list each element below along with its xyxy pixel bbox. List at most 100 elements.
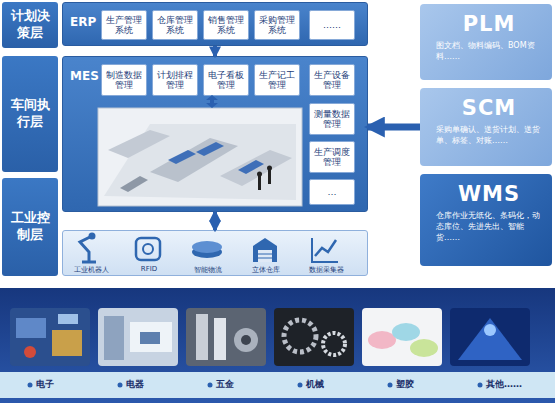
photo-hardware <box>186 308 266 366</box>
photo-hardware <box>196 314 208 360</box>
module-box: 采购管理系统 <box>254 10 300 40</box>
system-name: ERP <box>70 15 96 29</box>
industry-band <box>0 288 555 403</box>
system-title: WMS <box>436 182 542 206</box>
module-label: 测量数据管理 <box>310 109 354 130</box>
layer-label: 工业控制层 <box>8 210 52 244</box>
photo-appliance <box>104 316 124 360</box>
photo-other <box>450 308 530 366</box>
photo-hardware <box>186 308 266 366</box>
photo-plastics <box>368 331 396 349</box>
flow-arrow <box>213 46 217 56</box>
photo-other <box>450 308 530 366</box>
module-label: 销售管理系统 <box>204 15 248 36</box>
system-title: SCM <box>436 96 542 120</box>
photo-electronics <box>58 314 78 324</box>
bullet-dot <box>298 383 303 388</box>
industry-label: 五金 <box>216 378 234 391</box>
photo-appliance <box>98 308 178 366</box>
module-label: 计划排程管理 <box>153 70 197 91</box>
device-label: 智能物流 <box>180 265 236 275</box>
industry-label: 塑胶 <box>396 378 414 391</box>
photo-plastics <box>392 323 420 341</box>
module-box: … <box>309 179 355 205</box>
bullet-dot <box>28 383 483 388</box>
module-label: 采购管理系统 <box>255 15 299 36</box>
flow-arrow <box>368 124 420 131</box>
module-label: 制造数据管理 <box>102 70 146 91</box>
module-label: 生产记工管理 <box>255 70 299 91</box>
bullet-dot <box>28 383 33 388</box>
module-label: 电子看板管理 <box>204 70 248 91</box>
module-box: 生产调度管理 <box>309 141 355 173</box>
module-box: …… <box>309 10 355 40</box>
module-label: 生产调度管理 <box>310 147 354 168</box>
photo-electronics <box>52 330 82 356</box>
module-label: 生产设备管理 <box>310 70 354 91</box>
module-box: 生产设备管理 <box>309 64 355 96</box>
bullet-dot <box>388 383 393 388</box>
layer-band: 工业控制层 <box>2 178 58 276</box>
photo-hardware <box>214 318 226 360</box>
industry-label: 电器 <box>126 378 144 391</box>
photo-appliance <box>98 308 178 366</box>
system-description: 图文档、物料编码、BOM资料…… <box>436 41 542 63</box>
photo-appliance <box>140 332 160 344</box>
photo-plastics <box>362 308 442 366</box>
module-box: 计划排程管理 <box>152 64 198 96</box>
photo-electronics <box>16 318 46 338</box>
module-label: 仓库管理系统 <box>153 15 197 36</box>
photo-other <box>484 324 496 336</box>
system-panel: ERP 生产管理系统仓库管理系统销售管理系统采购管理系统 …… <box>62 2 368 46</box>
control-panel: 工业机器人RFID智能物流立体仓库数据采集器 <box>62 230 368 276</box>
layer-label: 计划决策层 <box>8 8 52 42</box>
device-label: 立体仓库 <box>238 265 294 275</box>
system-title: PLM <box>436 12 542 36</box>
photo-machinery <box>284 320 316 352</box>
system-panel: MES制造数据管理计划排程管理电子看板管理生产记工管理生产设备管理测量数据管理生… <box>62 56 368 212</box>
bullet-dot <box>478 383 483 388</box>
system-card: SCM 采购单确认、送货计划、送货单、标签、对账…… <box>420 88 552 166</box>
layer-label: 车间执行层 <box>8 97 52 131</box>
photo-hardware <box>241 335 251 345</box>
system-card: WMS 仓库作业无纸化、条码化，动态库位、先进先出、智能货…… <box>420 174 552 266</box>
industry-band <box>0 288 555 403</box>
photo-plastics <box>410 339 438 357</box>
module-box: 生产记工管理 <box>254 64 300 96</box>
industry-label: 电子 <box>36 378 54 391</box>
system-name: MES <box>70 69 99 83</box>
module-box: 制造数据管理 <box>101 64 147 96</box>
layer-band: 计划决策层 <box>2 2 58 48</box>
photo-machinery <box>274 308 354 366</box>
photo-other <box>458 318 522 360</box>
flow-arrow <box>213 212 217 230</box>
photo-electronics <box>10 308 90 366</box>
module-label: … <box>326 187 339 197</box>
module-box: 电子看板管理 <box>203 64 249 96</box>
module-label: 生产管理系统 <box>102 15 146 36</box>
device-label: RFID <box>121 265 177 273</box>
module-label: …… <box>321 20 343 30</box>
photo-machinery <box>323 333 345 355</box>
layer-band: 车间执行层 <box>2 56 58 172</box>
device-label: 数据采集器 <box>298 265 354 275</box>
system-description: 采购单确认、送货计划、送货单、标签、对账…… <box>436 125 542 147</box>
bullet-dot <box>208 383 213 388</box>
industry-label: 机械 <box>306 378 324 391</box>
photo-plastics <box>362 308 442 366</box>
system-description: 仓库作业无纸化、条码化，动态库位、先进先出、智能货…… <box>436 211 542 243</box>
photo-electronics <box>10 308 90 366</box>
bullet-dot <box>118 383 123 388</box>
module-box: 仓库管理系统 <box>152 10 198 40</box>
industry-label: 其他…… <box>486 378 522 391</box>
module-box: 测量数据管理 <box>309 103 355 135</box>
photo-electronics <box>24 346 36 358</box>
module-box: 销售管理系统 <box>203 10 249 40</box>
module-box: 生产管理系统 <box>101 10 147 40</box>
system-card: PLM 图文档、物料编码、BOM资料…… <box>420 4 552 80</box>
photo-appliance <box>130 322 172 352</box>
photo-machinery <box>274 308 354 366</box>
device-label: 工业机器人 <box>63 265 119 275</box>
photo-hardware <box>234 328 258 352</box>
industry-band <box>0 372 555 398</box>
